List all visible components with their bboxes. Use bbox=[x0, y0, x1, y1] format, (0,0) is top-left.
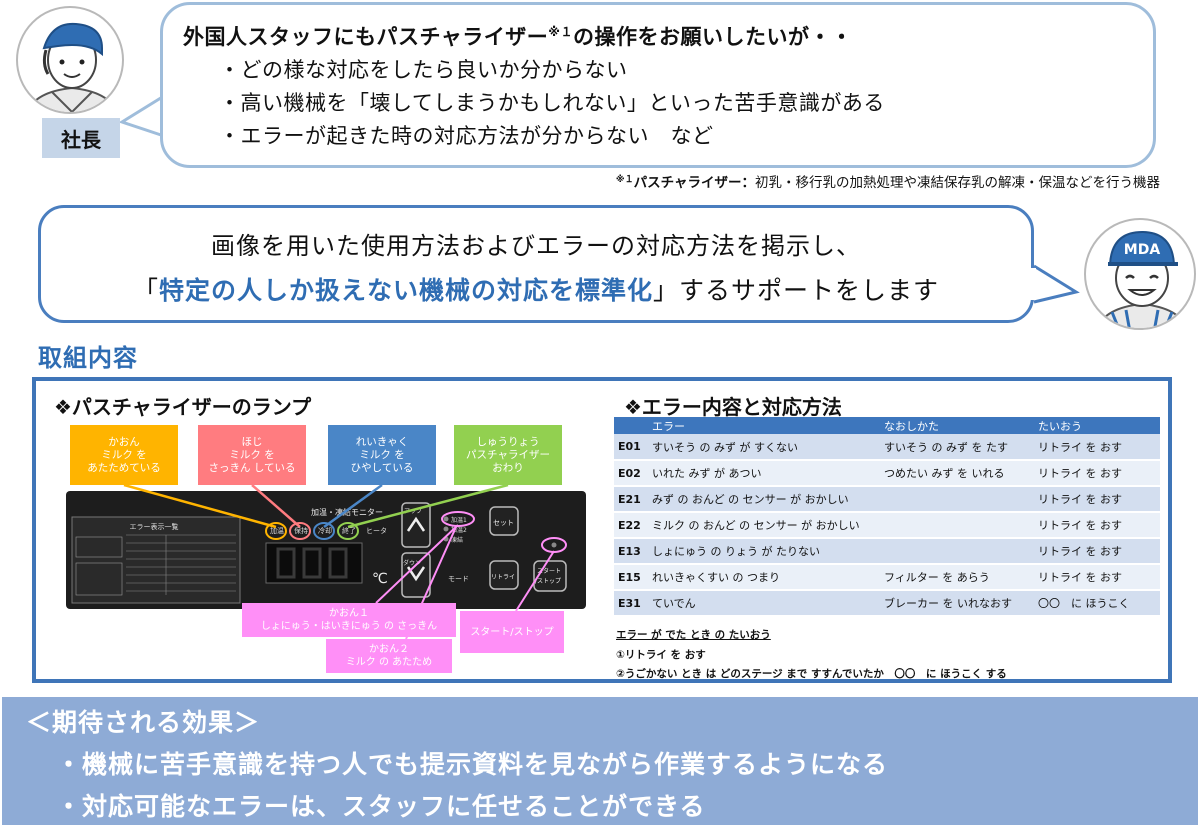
svg-text:/ストップ: /ストップ bbox=[535, 578, 561, 585]
person-icon bbox=[26, 22, 118, 112]
svg-text:モード: モード bbox=[448, 575, 469, 583]
error-heading: ❖エラー内容と対応方法 bbox=[624, 395, 842, 419]
svg-text:加温1: 加温1 bbox=[451, 516, 467, 524]
error-step: ②うごかない とき は どのステージ まで すすんでいたか 〇〇 に ほうこく … bbox=[616, 668, 1007, 680]
concern-bullet: ・どの様な対応をしたら良いか分からない bbox=[219, 58, 628, 82]
svg-text:MDA: MDA bbox=[1124, 242, 1161, 258]
svg-text:加温2: 加温2 bbox=[451, 526, 467, 534]
callout-start-stop: スタート/ストップ bbox=[460, 611, 564, 653]
role-tag: 社長 bbox=[42, 118, 120, 158]
svg-text:アップ: アップ bbox=[404, 508, 422, 515]
lamp-label-holding: ほじミルク をさっきん している bbox=[198, 425, 306, 485]
concern-bullet: ・高い機械を「壊してしまうかもしれない」といった苦手意識がある bbox=[219, 91, 885, 115]
svg-text:エラー表示一覧: エラー表示一覧 bbox=[130, 522, 179, 531]
svg-text:加温・凍結モニター: 加温・凍結モニター bbox=[311, 507, 383, 517]
support-bubble: 画像を用いた使用方法およびエラーの対応方法を掲示し、 「特定の人しか扱えない機械… bbox=[38, 205, 1034, 323]
effect-item: ・対応可能なエラーは、スタッフに任せることができる bbox=[56, 792, 706, 821]
effects-title: ＜期待される効果＞ bbox=[26, 708, 261, 737]
table-header-row: エラー なおしかた たいおう bbox=[614, 417, 1160, 434]
mda-avatar: MDA bbox=[1084, 218, 1196, 330]
svg-text:スタート: スタート bbox=[537, 567, 561, 575]
error-steps-heading: エラー が でた とき の たいおう bbox=[616, 629, 771, 641]
expected-effects-band: ＜期待される効果＞ ・機械に苦手意識を持つ人でも提示資料を見ながら作業するように… bbox=[2, 697, 1198, 825]
pasteurizer-panel-image: エラー表示一覧 加温・凍結モニター 加温 保持 冷却 終了 ヒータ bbox=[66, 491, 586, 609]
effect-item: ・機械に苦手意識を持つ人でも提示資料を見ながら作業するようになる bbox=[56, 750, 889, 779]
footnote: ※１パスチャライザー：初乳・移行乳の加熱処理や凍結保存乳の解凍・保温などを行う機… bbox=[615, 175, 1160, 191]
concern-bullet: ・エラーが起きた時の対応方法が分からない など bbox=[219, 124, 714, 148]
section-title: 取組内容 bbox=[38, 344, 138, 372]
svg-text:℃: ℃ bbox=[372, 571, 388, 587]
bubble-tail bbox=[1030, 264, 1080, 304]
svg-text:ヒータ: ヒータ bbox=[366, 526, 387, 535]
svg-text:セット: セット bbox=[493, 519, 514, 527]
svg-text:終了: 終了 bbox=[342, 526, 356, 535]
initiative-panel: ❖パスチャライザーのランプ かおんミルク をあたためている ほじミルク をさっき… bbox=[32, 377, 1172, 683]
support-highlight: 特定の人しか扱えない機械の対応を標準化 bbox=[158, 276, 653, 305]
support-line-2: 「特定の人しか扱えない機械の対応を標準化」するサポートをします bbox=[132, 276, 940, 305]
svg-text:ダウン: ダウン bbox=[403, 559, 421, 567]
lamp-label-finished: しゅうりょうパスチャライザーおわり bbox=[454, 425, 562, 485]
person-icon: MDA bbox=[1096, 230, 1188, 328]
svg-text:冷却: 冷却 bbox=[318, 526, 332, 535]
lamp-heading: ❖パスチャライザーのランプ bbox=[54, 395, 312, 419]
svg-text:リトライ: リトライ bbox=[491, 574, 515, 581]
error-step: ①リトライ を おす bbox=[616, 649, 706, 661]
concern-title: 外国人スタッフにもパスチャライザー※１の操作をお願いしたいが・・ bbox=[183, 25, 853, 49]
lamp-label-cooling: れいきゃくミルク をひやしている bbox=[328, 425, 436, 485]
svg-text:凍結: 凍結 bbox=[451, 536, 463, 544]
svg-text:加温: 加温 bbox=[270, 526, 284, 535]
support-line-1: 画像を用いた使用方法およびエラーの対応方法を掲示し、 bbox=[211, 232, 861, 260]
ceo-avatar bbox=[16, 6, 124, 114]
concern-bubble: 外国人スタッフにもパスチャライザー※１の操作をお願いしたいが・・ ・どの様な対応… bbox=[160, 2, 1156, 168]
lamp-label-warming: かおんミルク をあたためている bbox=[70, 425, 178, 485]
svg-text:保持: 保持 bbox=[294, 526, 308, 535]
